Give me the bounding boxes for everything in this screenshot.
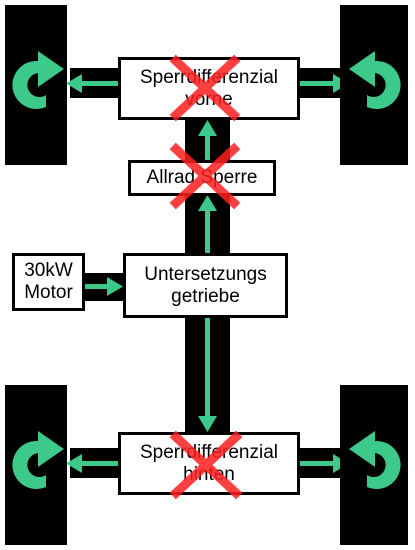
front-left-flow-arrow — [66, 74, 118, 93]
rotation-arrow-icon — [349, 431, 401, 489]
rear-left-flow-arrow — [66, 454, 118, 473]
rear-differential-label: Sperrdifferenzial hinten — [139, 441, 278, 485]
motor-label: 30kW Motor — [24, 260, 73, 303]
gearbox-to-rear-flow-arrow — [198, 318, 217, 432]
rotation-arrow-icon — [349, 51, 401, 109]
motor-box: 30kW Motor — [12, 253, 85, 311]
awd-lock-box: Allrad Sperre — [128, 160, 276, 196]
front-differential-box: Sperrdifferenzial vorne — [118, 57, 300, 120]
rotation-arrow-icon — [12, 431, 64, 489]
front-differential-label: Sperrdifferenzial vorne — [139, 66, 278, 110]
gearbox-box: Untersetzungs getriebe — [123, 253, 288, 318]
rotation-arrow-icon — [12, 51, 64, 109]
motor-flow-arrow — [85, 277, 123, 296]
rear-differential-box: Sperrdifferenzial hinten — [118, 432, 300, 495]
gearbox-label: Untersetzungs getriebe — [144, 263, 267, 307]
awd-lock-label: Allrad Sperre — [146, 167, 258, 188]
